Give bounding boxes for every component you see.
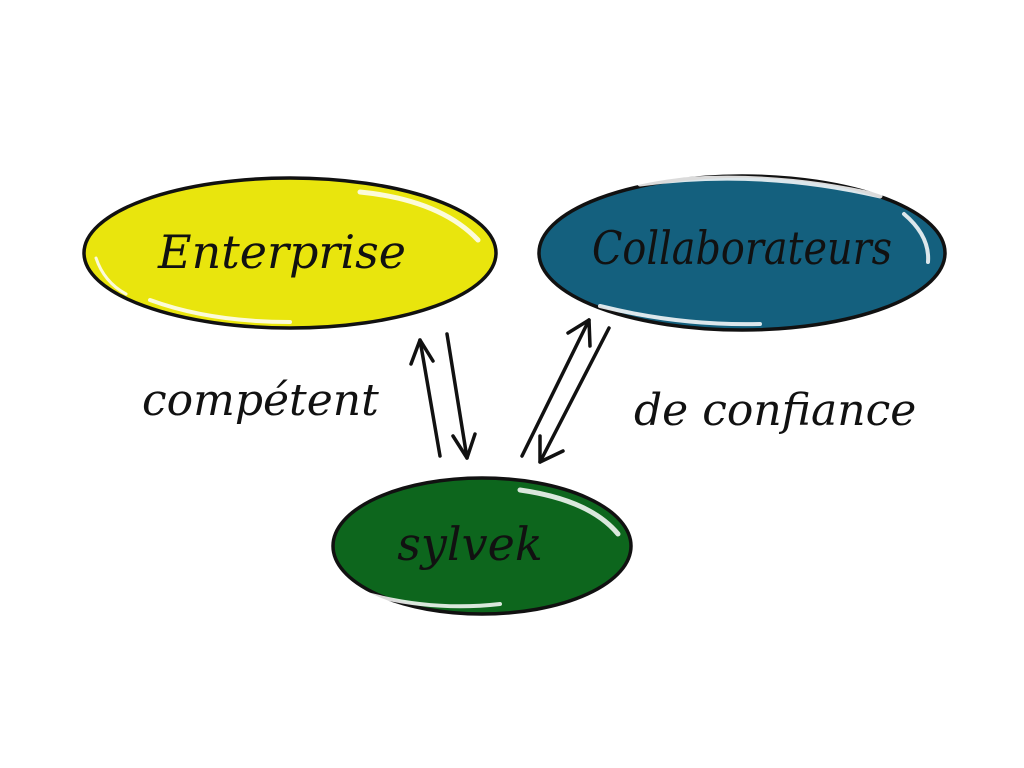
- collaborateurs-gloss-top: [637, 175, 883, 199]
- enterprise-gloss-bottom: [148, 298, 292, 324]
- node-enterprise: Enterprise: [82, 176, 498, 330]
- sylvek-gloss-bottom: [358, 590, 502, 609]
- edge-collaborateurs-sylvek: de confiance: [520, 318, 916, 464]
- collaborateurs-gloss-bottom: [598, 304, 762, 327]
- enterprise-label: Enterprise: [157, 225, 406, 279]
- node-sylvek: sylvek: [331, 476, 633, 616]
- node-collaborateurs: Collaborateurs: [537, 174, 947, 332]
- arrow-enterprise-to-sylvek: [445, 332, 477, 460]
- arrow-collaborateurs-to-sylvek: [538, 326, 611, 464]
- enterprise-ellipse: [82, 176, 498, 330]
- sylvek-gloss-top: [517, 487, 621, 537]
- sylvek-label: sylvek: [397, 517, 542, 571]
- edge-label-de-confiance: de confiance: [634, 385, 916, 436]
- enterprise-gloss-top: [357, 189, 481, 243]
- edge-enterprise-sylvek: compétent: [142, 332, 477, 460]
- enterprise-gloss-left: [94, 256, 128, 296]
- sylvek-ellipse: [331, 476, 633, 616]
- edge-label-competent: compétent: [142, 375, 379, 426]
- arrow-sylvek-to-enterprise: [409, 338, 442, 458]
- arrow-sylvek-to-collaborateurs: [520, 318, 592, 458]
- collaborateurs-label: Collaborateurs: [592, 221, 892, 275]
- collaborateurs-gloss-right: [902, 212, 931, 264]
